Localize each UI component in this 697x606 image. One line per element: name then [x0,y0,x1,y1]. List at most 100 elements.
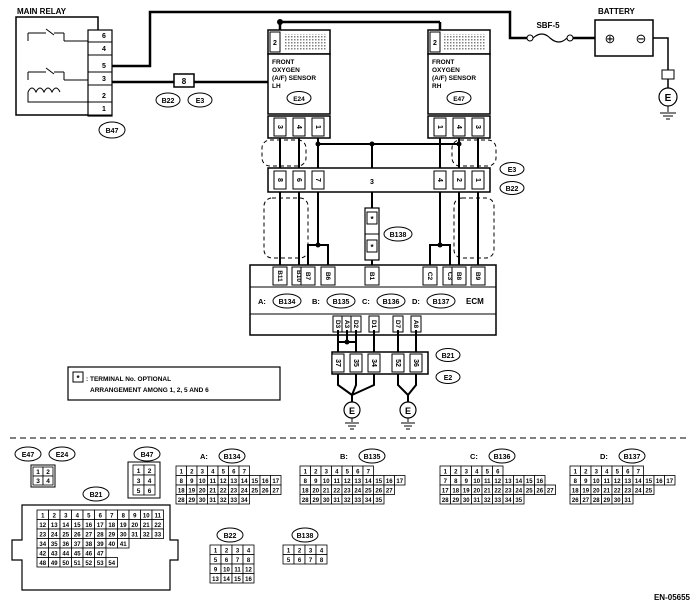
ecm-pin-cell [422,266,438,286]
terminal-number: 32 [484,498,491,504]
svg-text:OXYGEN: OXYGEN [432,67,460,74]
terminal-number: 4 [605,470,609,476]
svg-text:B22: B22 [506,186,519,193]
terminal-number: 14 [223,577,230,583]
terminal-number: 25 [62,533,69,539]
b21-housing [11,504,179,591]
svg-text:BATTERY: BATTERY [598,7,636,16]
terminal-number: 34 [365,498,372,504]
terminal-number: 20 [473,489,480,495]
terminal-number: 44 [62,552,69,558]
terminal-number: 6 [232,470,236,476]
mid-pin: 8 [276,178,283,182]
terminal-number: 16 [386,479,393,485]
ecm-pin: B6 [324,272,331,281]
terminal-number: 23 [505,489,512,495]
terminal-number: 11 [334,479,341,485]
svg-text:B22: B22 [162,98,175,105]
terminal-number: 33 [494,498,501,504]
mid-pin: 2 [455,178,462,182]
terminal-number: 25 [645,489,652,495]
terminal-number: 2 [584,470,588,476]
e24-tag-oval [48,446,76,462]
terminal-number: 1 [304,470,308,476]
terminal-number: 54 [108,561,115,567]
terminal-number: 20 [593,489,600,495]
terminal-number: 6 [626,470,630,476]
terminal-number: 9 [584,479,588,485]
terminal-number: 7 [236,558,240,564]
terminal-number: 8 [304,479,308,485]
terminal-number: 20 [131,523,138,529]
terminal-number: 35 [375,498,382,504]
svg-text:LH: LH [272,83,281,90]
terminal-number: 18 [572,489,579,495]
terminal-number: 31 [209,498,216,504]
b47-housing [127,461,161,499]
terminal-number: 47 [97,552,104,558]
terminal-number: 8 [574,479,578,485]
relay-pin: 1 [102,106,106,113]
terminal-cell [117,538,130,549]
terminal-number: 16 [245,577,252,583]
ecm-connector-oval [426,293,456,309]
terminal-number: 3 [465,470,469,476]
b22-tag: B22 [224,533,237,540]
terminal-number: 29 [108,533,115,539]
sensor-pin: 3 [474,125,481,129]
terminal-number: 29 [188,498,195,504]
terminal-number: 30 [614,498,621,504]
b22-tag-oval [216,527,244,543]
b21-tag: B21 [90,492,103,499]
terminal-number: 31 [624,498,631,504]
terminal-number: 1 [41,514,45,520]
pin-cell [452,117,466,137]
terminal-number: 25 [251,489,258,495]
terminal-number: 17 [97,523,104,529]
terminal-number: 4 [475,470,479,476]
relay-pin: 5 [102,63,106,70]
sensor-pin: 4 [295,125,302,129]
terminal-number: 17 [666,479,673,485]
relay-pin: 6 [102,33,106,40]
terminal-cell [513,494,525,505]
b138-tag-oval [291,527,319,543]
terminal-number: 24 [51,533,58,539]
terminal-number: 9 [190,479,194,485]
terminal-number: 9 [314,479,318,485]
terminal-number: 26 [262,489,269,495]
terminal-number: 3 [201,470,205,476]
b21-tag-oval [82,486,110,502]
terminal-cell [622,494,634,505]
terminal-number: 1 [574,470,578,476]
svg-text:RH: RH [432,83,442,90]
terminal-number: 30 [120,533,127,539]
b135-tag: B135 [364,454,381,461]
e47-tag: E47 [22,452,35,459]
terminal-number: 27 [85,533,92,539]
terminal-number: 52 [85,561,92,567]
terminal-number: 12 [39,523,46,529]
terminal-number: 4 [46,478,50,485]
ecm-bottom-pin: A3 [343,320,350,329]
terminal-number: 13 [230,479,237,485]
terminal-number: 18 [302,489,309,495]
terminal-number: 11 [234,568,241,574]
svg-text:*: * [76,374,80,383]
svg-text:: TERMINAL No. OPTIONAL: : TERMINAL No. OPTIONAL [86,376,171,383]
terminal-number: 35 [51,542,58,548]
terminal-number: 8 [122,514,126,520]
sensor-pin: 1 [314,125,321,129]
terminal-number: 18 [178,489,185,495]
terminal-number: 15 [251,479,258,485]
footer-code: EN-05655 [654,593,691,602]
svg-text:OXYGEN: OXYGEN [272,67,300,74]
ecm-connector-oval [326,293,356,309]
terminal-number: 14 [635,479,642,485]
terminal-number: 16 [262,479,269,485]
terminal-cell [143,484,156,496]
terminal-number: 2 [46,469,50,476]
svg-text:E3: E3 [508,167,517,174]
